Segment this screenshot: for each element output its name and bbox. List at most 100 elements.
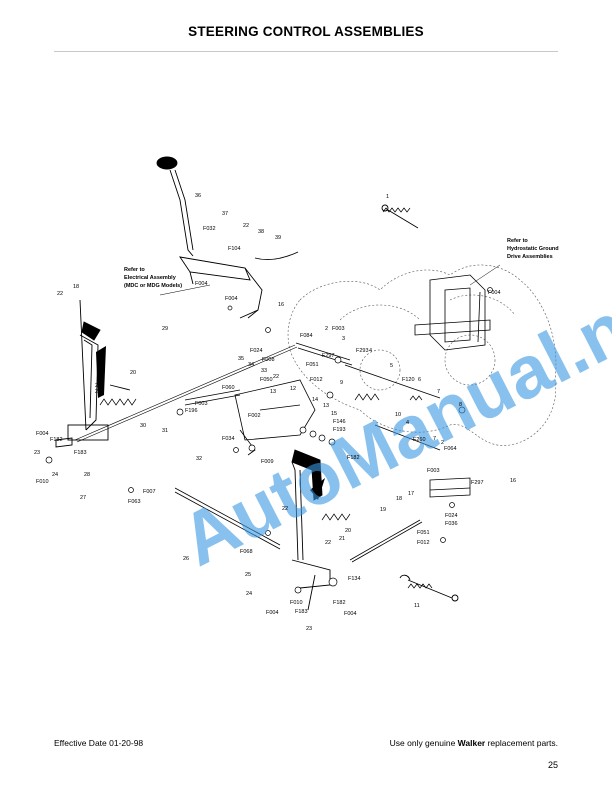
callout: 16 [278,302,284,308]
callout: 39 [275,235,281,241]
callout: F002 [248,413,261,419]
callout: F003 [427,468,440,474]
callout: 7 [433,436,436,442]
left-pedal-assembly [55,299,131,448]
callout: 22 [95,389,101,395]
callout: 26 [183,556,189,562]
brand-name: Walker [457,738,486,748]
note-hydro-2: Hydrostatic Ground [507,246,559,252]
callout: F036 [445,521,458,527]
callout: F004 [266,610,279,616]
callout: 22 [57,291,63,297]
callout: F297 [471,480,484,486]
callout: F024 [445,513,458,519]
callout: 3 [342,336,345,342]
callout: F004 [195,281,208,287]
callout-labels: 1 36 37 22 38 39 F032 F104 F004 F004 F00… [34,193,516,632]
callout: F182 [347,455,360,461]
watermark: AutoManual.net [168,256,612,582]
note-leaders [159,264,501,296]
callout: 22 [243,223,249,229]
callout: 33 [261,368,267,374]
callout: 29 [162,326,168,332]
note-hydro-3: Drive Assemblies [507,254,553,260]
tie-rods [381,204,459,602]
callout: F010 [290,600,303,606]
callout: 2 [325,326,328,332]
page-number: 25 [547,760,558,770]
callout: F008 [262,357,275,363]
callout: F104 [228,246,241,252]
callout: 2 [441,440,444,446]
callout: 30 [140,423,146,429]
callout: F051 [306,362,319,368]
callout: F004 [225,296,238,302]
callout: F193 [333,427,346,433]
callout: F012 [310,377,323,383]
fasteners [45,287,493,594]
rod-26 [174,487,281,550]
callout: 1 [386,194,389,200]
callout: F063 [128,499,141,505]
callout: F050 [260,377,273,383]
callout: 17 [408,491,414,497]
callout: F004 [36,431,49,437]
callout: F134 [348,576,361,582]
callout: F010 [36,479,49,485]
callout: 16 [510,478,516,484]
note-hydro-1: Refer to [507,238,528,244]
callout: 22 [273,374,279,380]
page-title: STEERING CONTROL ASSEMBLIES [188,24,424,39]
callout: 12 [290,386,296,392]
replacement-post: replacement parts. [485,738,558,748]
callout: F196 [185,408,198,414]
drive-bracket [414,274,491,351]
callout: F012 [417,540,430,546]
callout: 5 [390,363,393,369]
callout: 4 [406,420,409,426]
callout: 31 [162,428,168,434]
callout: 27 [80,495,86,501]
callout: F068 [240,549,253,555]
replacement-notice: Use only genuine Walker replacement part… [390,738,558,748]
replacement-pre: Use only genuine [389,738,458,748]
callout: F060 [222,385,235,391]
callout: F120 [402,377,415,383]
steering-lever-assembly [156,156,299,319]
callout: F007 [143,489,156,495]
callout: 21 [95,383,101,389]
callout: 34 [248,362,254,368]
callout: 19 [380,507,386,513]
callout: F003 [332,326,345,332]
callout: F183 [295,609,308,615]
callout: F003 [195,401,208,407]
note-electrical-2: Electrical Assembly [124,275,177,281]
callout: F260 [413,437,426,443]
callout: F004 [488,290,501,296]
callout: 18 [73,284,79,290]
callout: F009 [261,459,274,465]
callout: 7 [437,389,440,395]
note-electrical-3: (MDC or MDG Models) [124,283,182,289]
callout: 32 [196,456,202,462]
callout: F064 [444,446,457,452]
title-divider [54,51,558,52]
callout: 22 [325,540,331,546]
callout: 36 [195,193,201,199]
rods [344,364,471,563]
note-electrical-1: Refer to [124,267,145,273]
callout: 20 [345,528,351,534]
callout: 9 [340,380,343,386]
callout: 38 [258,229,264,235]
callout: 18 [396,496,402,502]
callout: 24 [246,591,252,597]
callout: F051 [417,530,430,536]
callout: 13 [270,389,276,395]
cable-29 [74,344,298,443]
callout: 13 [323,403,329,409]
callout: 24 [52,472,58,478]
center-linkage [184,342,353,456]
callout: F034 [222,436,235,442]
callout: 15 [331,411,337,417]
